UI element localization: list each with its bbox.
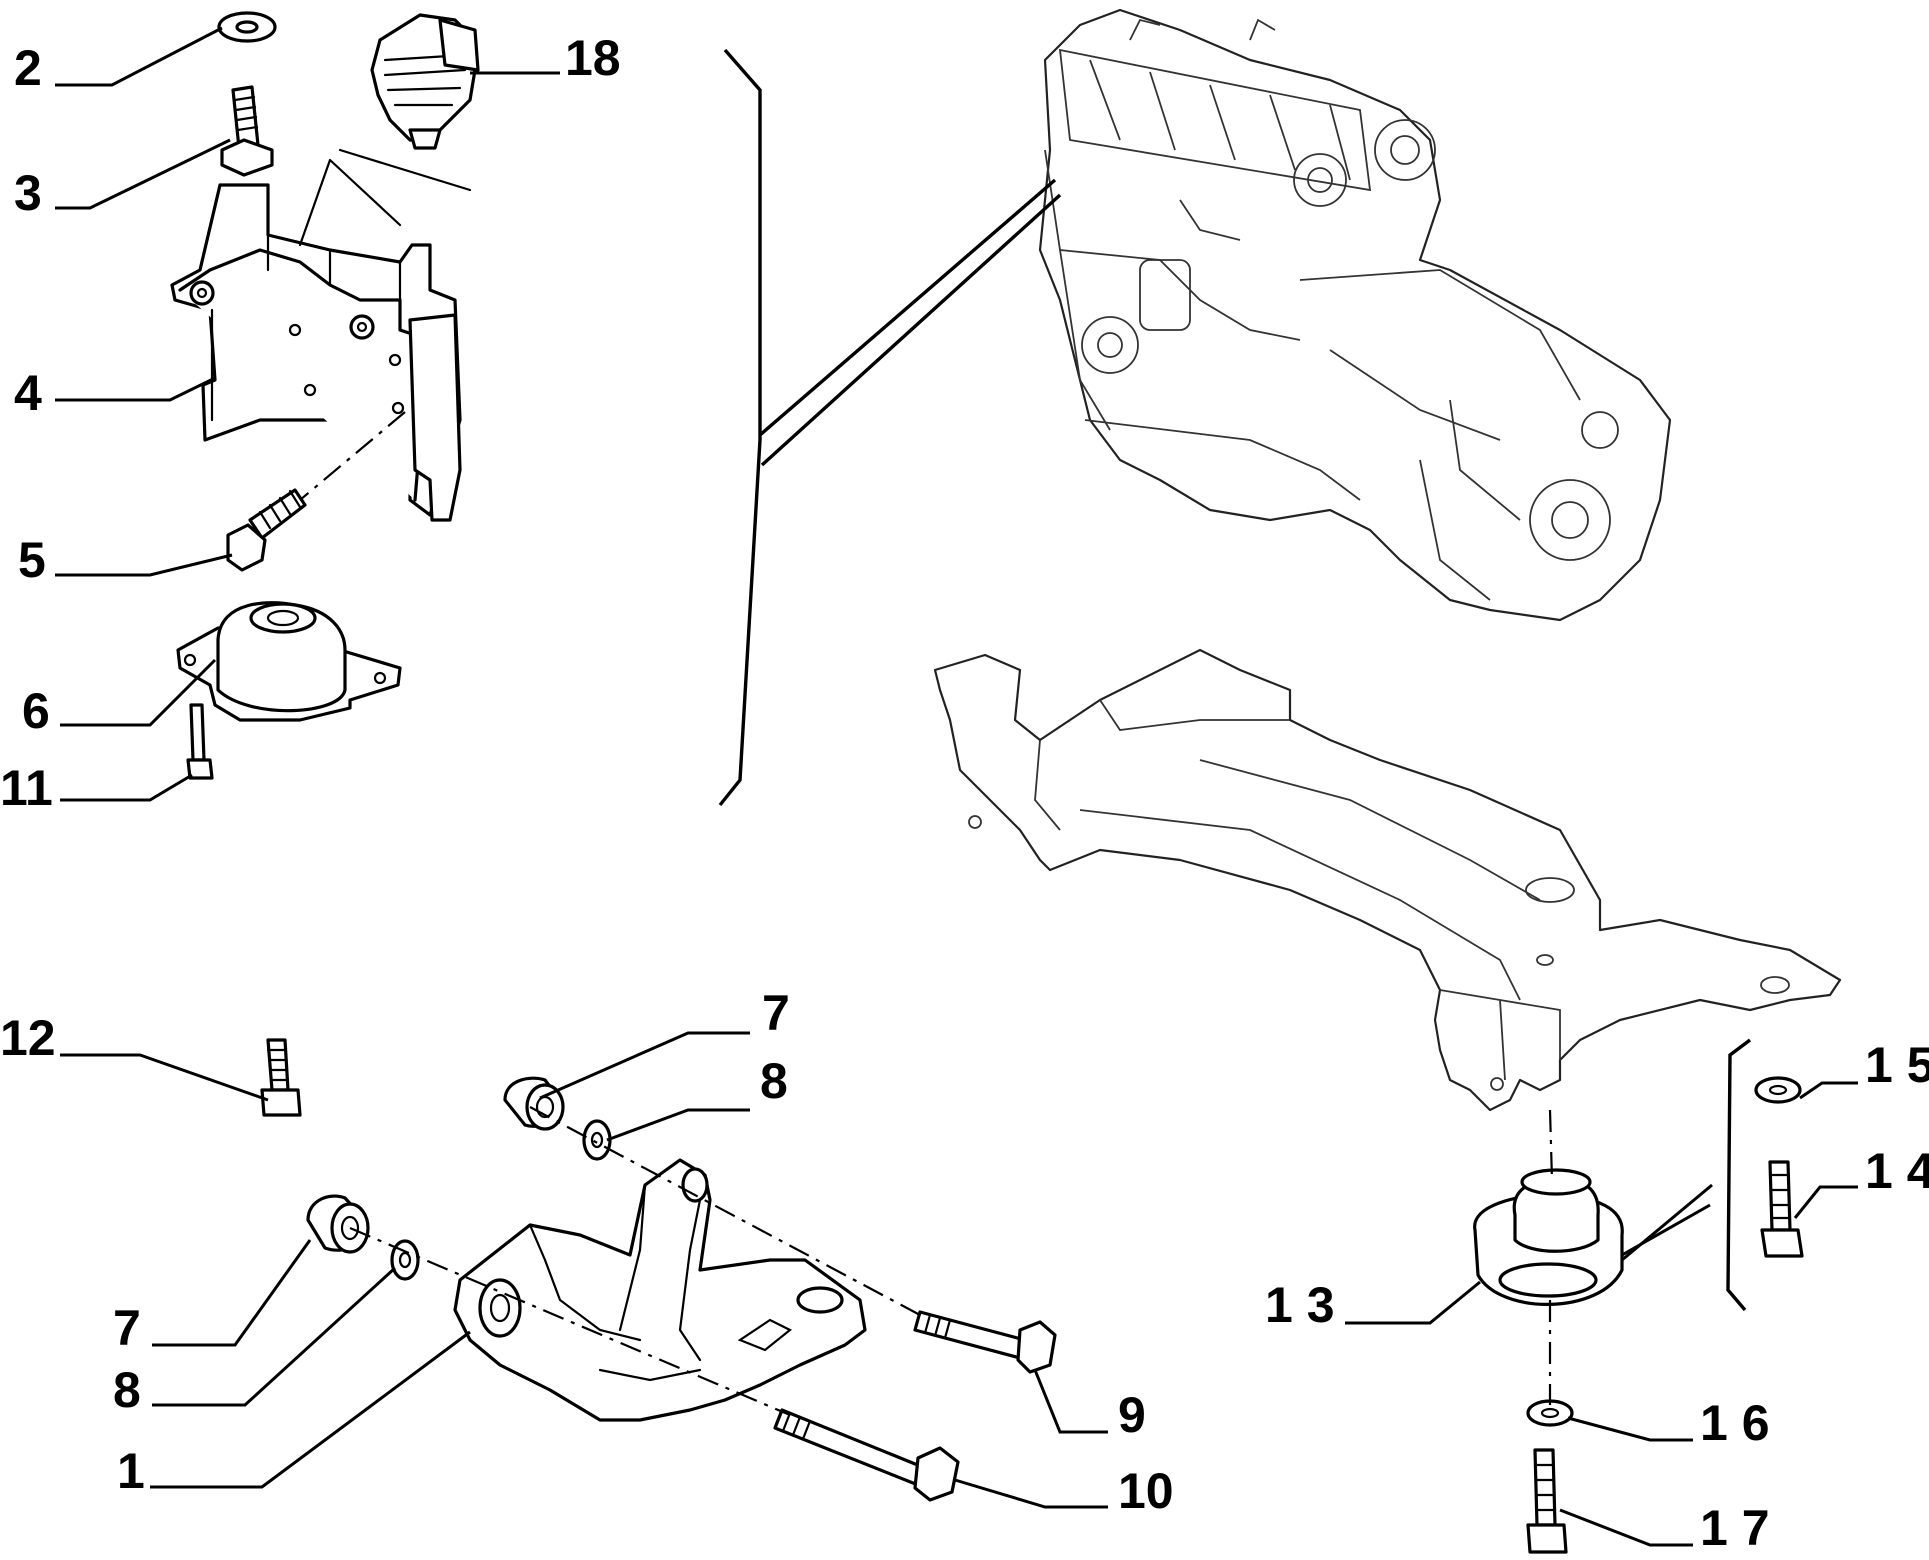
bolt-part-10 bbox=[773, 1408, 960, 1502]
leader-lines bbox=[55, 26, 1858, 1547]
callout-14: 1 4 bbox=[1865, 1143, 1929, 1199]
rubber-mount-part-13 bbox=[1473, 1168, 1624, 1306]
washer-part-8-upper bbox=[582, 1119, 612, 1161]
callout-5: 5 bbox=[18, 532, 46, 588]
rubber-mount-part-6 bbox=[176, 601, 402, 722]
assembly-axes bbox=[299, 411, 1554, 1417]
bushing-part-7-lower bbox=[306, 1194, 370, 1254]
bolt-part-17 bbox=[1526, 1448, 1568, 1554]
assembly-group-bracket bbox=[718, 48, 1062, 807]
washer-part-15 bbox=[1754, 1076, 1802, 1104]
bolt-part-3 bbox=[220, 85, 274, 177]
callout-16: 1 6 bbox=[1700, 1395, 1770, 1451]
callout-17: 1 7 bbox=[1700, 1500, 1770, 1556]
bolt-part-12 bbox=[260, 1038, 302, 1117]
washer-part-8-lower bbox=[390, 1239, 420, 1281]
callout-18: 18 bbox=[565, 30, 621, 86]
screw-part-11 bbox=[186, 703, 214, 780]
callout-4: 4 bbox=[14, 365, 42, 421]
callout-10: 10 bbox=[1118, 1463, 1174, 1519]
subframe-crossmember bbox=[933, 648, 1842, 1112]
washer-part-2 bbox=[217, 11, 277, 43]
callout-8-upper: 8 bbox=[760, 1053, 788, 1109]
callout-7-lower: 7 bbox=[113, 1300, 141, 1356]
mounting-arm-part-1 bbox=[453, 1158, 867, 1422]
callout-9: 9 bbox=[1118, 1387, 1146, 1443]
bolt-part-5 bbox=[226, 488, 307, 572]
callout-2: 2 bbox=[14, 40, 42, 96]
bushing-part-7-upper bbox=[503, 1076, 565, 1131]
callout-8-lower: 8 bbox=[113, 1362, 141, 1418]
callout-13: 1 3 bbox=[1265, 1277, 1335, 1333]
bolt-part-9 bbox=[913, 1310, 1057, 1374]
bracket-part-4 bbox=[170, 148, 472, 522]
callout-15: 1 5 bbox=[1865, 1037, 1929, 1093]
callout-7-upper: 7 bbox=[762, 985, 790, 1041]
hardware-group-bracket bbox=[1726, 1038, 1752, 1312]
callout-12: 12 bbox=[0, 1010, 56, 1066]
callout-6: 6 bbox=[22, 683, 50, 739]
callout-3: 3 bbox=[14, 165, 42, 221]
callout-1: 1 bbox=[117, 1443, 145, 1499]
bolt-part-14 bbox=[1760, 1160, 1804, 1258]
engine-gearbox-assembly bbox=[1038, 8, 1672, 622]
callout-labels: 2 3 4 5 6 11 18 12 7 8 7 8 1 9 10 1 3 1 … bbox=[0, 30, 1929, 1556]
callout-11: 11 bbox=[0, 760, 53, 816]
clamp-part-18 bbox=[370, 13, 480, 150]
